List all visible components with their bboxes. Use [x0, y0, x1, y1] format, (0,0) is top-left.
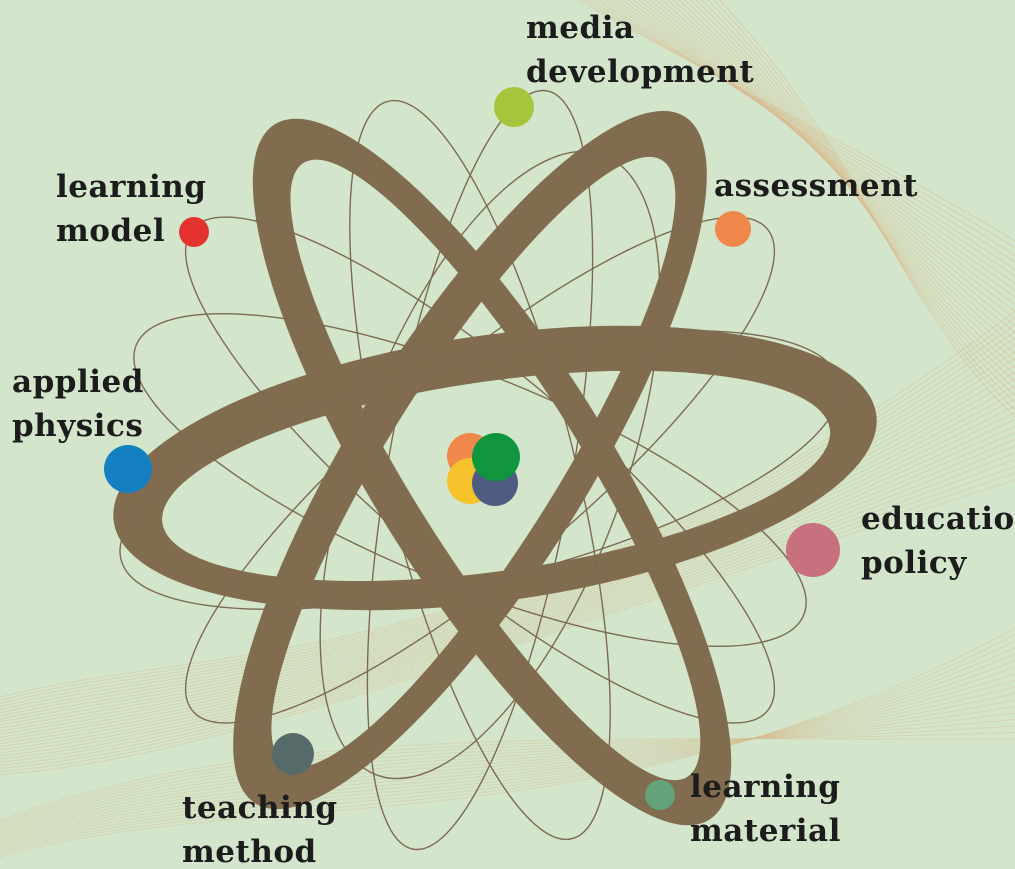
wave-line [0, 405, 1015, 741]
topic-nodes [104, 87, 840, 810]
assessment-node[interactable] [715, 211, 751, 247]
education-policy-node[interactable] [786, 523, 840, 577]
learning-material-node[interactable] [645, 780, 675, 810]
wave-line [593, 0, 1015, 263]
wave-line [0, 718, 1015, 828]
wave-line [0, 673, 1015, 843]
orbit-bands [113, 110, 877, 826]
wave-line [0, 732, 1015, 824]
wave-line [0, 627, 1015, 858]
wave-line [0, 324, 1015, 705]
orbit-line [366, 89, 594, 851]
wave-line [0, 692, 1015, 837]
label-line: model [56, 213, 166, 249]
wave-line [0, 738, 1015, 822]
wave-line [0, 438, 1015, 757]
wave-line [0, 666, 1015, 845]
orbit-line [133, 312, 807, 648]
wave-line [621, 0, 1015, 298]
wave-line [582, 0, 1015, 249]
orbit-line [349, 99, 611, 841]
wave-line [0, 317, 1015, 701]
nucleus [447, 433, 520, 506]
wave-line [0, 337, 1015, 711]
nucleus-green-particle [472, 433, 520, 481]
label-line: physics [12, 408, 144, 444]
wave-line [604, 0, 1015, 277]
applied-physics-label: applied physics [12, 360, 144, 448]
media-development-label: media development [526, 6, 754, 94]
orbit-line [319, 150, 661, 780]
wave-line [587, 0, 1015, 256]
label-line: development [526, 54, 755, 90]
wave-line [0, 411, 1015, 745]
wave-line [609, 0, 1015, 284]
teaching-method-label: teaching method [182, 786, 338, 869]
teaching-method-node[interactable] [272, 733, 314, 775]
label-line: applied [12, 364, 144, 400]
assessment-label: assessment [714, 164, 918, 208]
wave-line [0, 725, 1015, 826]
wave-line [0, 647, 1015, 852]
media-development-node[interactable] [494, 87, 534, 127]
label-line: learning [690, 769, 841, 805]
label-line: material [690, 813, 841, 849]
wave-line [0, 679, 1015, 841]
wave-line [0, 705, 1015, 832]
label-line: policy [861, 545, 967, 581]
label-line: teaching [182, 790, 338, 826]
wave-line [0, 660, 1015, 847]
label-line: media [526, 10, 635, 46]
label-line: assessment [714, 168, 919, 204]
orbit-lines [119, 89, 841, 851]
wave-line [0, 425, 1015, 751]
wave-line [0, 310, 1015, 698]
wave-line [0, 418, 1015, 748]
wave-line [0, 634, 1015, 856]
label-line: learning [56, 169, 207, 205]
wave-line [0, 640, 1015, 854]
wave-line [615, 0, 1015, 291]
wave-line [0, 653, 1015, 850]
learning-material-label: learning material [690, 765, 841, 853]
applied-physics-node[interactable] [104, 445, 152, 493]
label-line: education [861, 501, 1015, 537]
label-line: method [182, 834, 317, 869]
wave-line [0, 432, 1015, 754]
wave-line [576, 0, 1015, 242]
education-policy-label: education policy [861, 497, 1015, 585]
wave-line [0, 686, 1015, 839]
wave-line [0, 712, 1015, 830]
orbit-band-horizontal [113, 325, 877, 611]
wave-line [0, 330, 1015, 708]
wave-line [718, 0, 1015, 418]
orbit-line [184, 216, 776, 724]
learning-model-label: learning model [56, 165, 206, 253]
learning-model-node[interactable] [179, 217, 209, 247]
